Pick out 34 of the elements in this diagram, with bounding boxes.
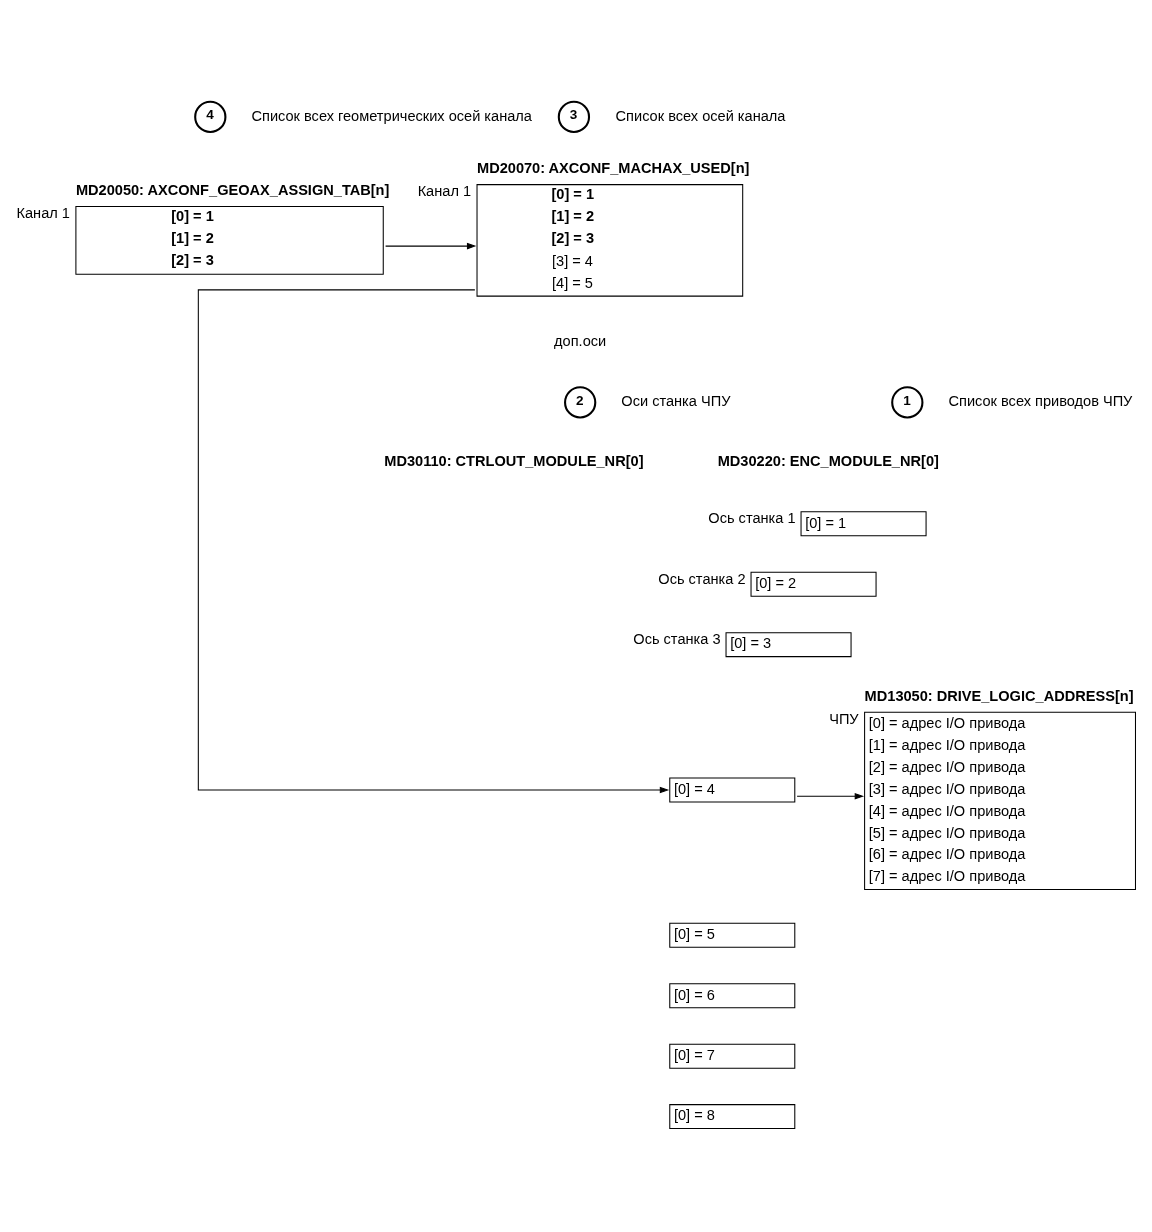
- node-label: Список всех приводов ЧПУ: [948, 392, 1133, 409]
- node-box: [0] = 8: [669, 1103, 796, 1129]
- label: MD30110: CTRLOUT_MODULE_NR[0]: [384, 452, 644, 469]
- node-label: Ось станка 1: [708, 509, 796, 526]
- node-circle: 4: [194, 100, 227, 133]
- node-label: Список всех геометрических осей канала: [251, 107, 532, 124]
- node-label: MD20050: AXCONF_GEOAX_ASSIGN_TAB[n]: [75, 181, 390, 198]
- arrow: [385, 242, 477, 249]
- node-label: ЧПУ: [829, 710, 859, 727]
- node-box: [0] = 6: [669, 982, 796, 1008]
- arrow: [796, 792, 865, 799]
- node-label: MD20070: AXCONF_MACHAX_USED[n]: [477, 159, 750, 176]
- node-label: Список всех осей канала: [615, 107, 786, 124]
- node-circle: 2: [564, 385, 597, 419]
- node-box: [0] = 7: [669, 1043, 796, 1069]
- label: доп.оси: [554, 332, 607, 349]
- node-circle: 3: [557, 100, 591, 133]
- node-label: Оси станка ЧПУ: [621, 392, 731, 409]
- node-label: Канал 1: [417, 182, 472, 199]
- arrow: [197, 288, 670, 793]
- node-label: Ось станка 2: [658, 570, 746, 587]
- node-box: [0] = 1 [1] = 2 [2] = 3: [75, 205, 384, 275]
- node-label: MD13050: DRIVE_LOGIC_ADDRESS[n]: [864, 687, 1134, 704]
- node-box: [0] = 4: [669, 776, 796, 802]
- node-box: [0] = 1 [1] = 2 [2] = 3 [3] = 4 [4] = 5: [476, 183, 744, 297]
- node-box: [0] = 5: [669, 922, 796, 948]
- node-box: [0] = 1: [800, 510, 927, 536]
- node-label: Ось станка 3: [633, 630, 721, 647]
- node-circle: 1: [891, 385, 924, 419]
- label: MD30220: ENC_MODULE_NR[0]: [717, 452, 939, 469]
- node-label: Канал 1: [16, 204, 70, 221]
- node-box: [0] = 3: [725, 631, 852, 657]
- node-box: [0] = 2: [750, 571, 877, 597]
- node-box: [0] = адрес I/O привода [1] = адрес I/O привода [2] = адрес I/O привода [3] = адрес I/O привода [4] = адрес I/O привода [5] = адрес I/O привода [6] = адрес I/O привода [7] = адрес I/O привода: [864, 711, 1136, 890]
